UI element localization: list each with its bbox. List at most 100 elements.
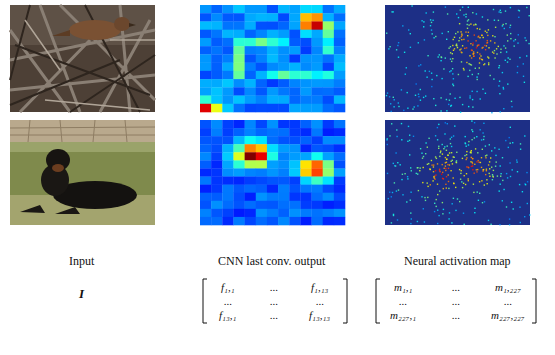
heat-cell [222, 120, 233, 128]
heat-cell [312, 217, 323, 225]
activation-speck [472, 162, 473, 163]
heat-cell [256, 38, 267, 47]
activation-speck [490, 224, 491, 225]
heat-cell [300, 136, 311, 144]
activation-speck [424, 39, 425, 40]
activation-speck [401, 179, 402, 180]
column-title: CNN last conv. output [218, 255, 325, 268]
heat-cell [222, 46, 233, 55]
heat-cell [222, 128, 233, 136]
activation-speck [397, 219, 398, 220]
activation-speck [474, 122, 475, 123]
activation-speck [410, 223, 411, 224]
heat-cell [211, 13, 222, 22]
activation-speck [417, 221, 418, 222]
activation-ground [385, 5, 530, 112]
activation-speck [407, 92, 408, 93]
activation-speck [387, 144, 388, 145]
activation-speck [423, 208, 424, 209]
heat-cell [300, 177, 311, 185]
activation-speck [451, 152, 452, 153]
activation-speck [505, 10, 506, 11]
heat-cell [256, 168, 267, 176]
activation-speck [493, 170, 494, 171]
activation-speck [479, 58, 480, 59]
activation-speck [527, 203, 528, 204]
activation-speck [496, 48, 497, 49]
activation-speck [431, 22, 432, 23]
heat-cell [300, 217, 311, 225]
heat-cell [233, 5, 244, 14]
heat-cell [200, 71, 211, 80]
heat-cell [289, 87, 300, 96]
activation-speck [431, 164, 432, 165]
activation-speck [465, 184, 466, 185]
heat-cell [256, 87, 267, 96]
activation-speck [446, 162, 447, 163]
activation-speck [472, 169, 473, 170]
heat-cell [312, 193, 323, 201]
activation-speck [486, 45, 487, 46]
heat-cell [245, 63, 256, 72]
heat-cell [289, 5, 300, 14]
activation-speck [494, 50, 495, 51]
activation-speck [516, 161, 517, 162]
activation-speck [524, 37, 525, 38]
activation-speck [485, 145, 486, 146]
activation-speck [420, 89, 421, 90]
activation-speck [511, 101, 512, 102]
activation-speck [467, 24, 468, 25]
activation-speck [422, 158, 423, 159]
heat-cell [278, 177, 289, 185]
activation-speck [474, 164, 475, 165]
activation-speck [388, 48, 389, 49]
heat-cell [312, 79, 323, 88]
activation-speck [432, 180, 433, 181]
activation-speck [434, 179, 435, 180]
heat-cell [267, 87, 278, 96]
heat-cell [278, 209, 289, 217]
activation-speck [459, 37, 460, 38]
activation-speck [483, 136, 484, 137]
activation-speck [463, 14, 464, 15]
heat-cell [200, 38, 211, 47]
activation-speck [437, 210, 438, 211]
heat-cell [233, 79, 244, 88]
heat-cell [312, 54, 323, 63]
activation-speck [438, 146, 439, 147]
activation-speck [437, 184, 438, 185]
heat-cell [200, 201, 211, 209]
heat-cell [323, 144, 334, 152]
activation-speck [461, 35, 462, 36]
activation-speck [472, 43, 473, 44]
activation-speck [431, 86, 432, 87]
activation-speck [396, 49, 397, 50]
activation-speck [389, 96, 390, 97]
activation-speck [487, 35, 488, 36]
activation-speck [462, 158, 463, 159]
heat-cell [289, 54, 300, 63]
activation-speck [394, 165, 395, 166]
activation-speck [421, 196, 422, 197]
heat-cell [334, 21, 345, 30]
activation-speck [493, 53, 494, 54]
heat-cell [211, 71, 222, 80]
heat-cell [323, 13, 334, 22]
activation-speck [452, 163, 453, 164]
heat-cell [222, 30, 233, 39]
bird-beak [129, 23, 136, 27]
activation-speck [438, 148, 439, 149]
activation-speck [451, 61, 452, 62]
heat-cell [211, 21, 222, 30]
heat-cell [211, 120, 222, 128]
activation-speck [450, 93, 451, 94]
activation-speck [431, 160, 432, 161]
grass [10, 120, 155, 225]
heat-cell [312, 120, 323, 128]
activation-speck [519, 184, 520, 185]
activation-speck [458, 74, 459, 75]
activation-speck [459, 97, 460, 98]
heat-cell [334, 63, 345, 72]
heat-cell [334, 217, 345, 225]
activation-speck [502, 157, 503, 158]
